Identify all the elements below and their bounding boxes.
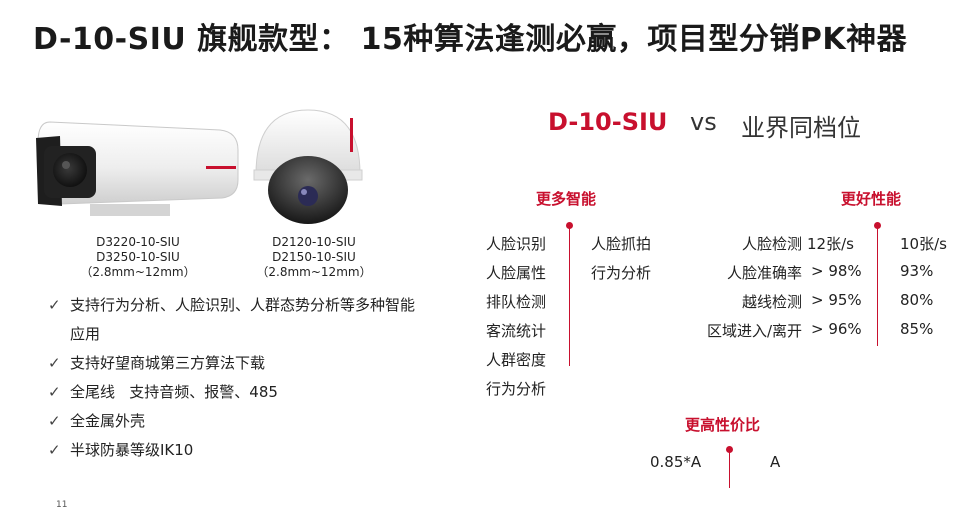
competitor-label: 业界同档位	[741, 114, 861, 142]
smart-divider-dot	[566, 222, 573, 229]
smart-left-item: 人脸属性	[486, 264, 547, 282]
price-theirs: A	[770, 453, 781, 471]
price-divider-line	[729, 450, 730, 488]
check-icon: ✓	[48, 441, 61, 459]
product-name: D-10-SIU	[548, 108, 668, 136]
page-number: 11	[56, 500, 68, 510]
feature-list: ✓支持行为分析、人脸识别、人群态势分析等多种智能应用 ✓支持好望商城第三方算法下…	[48, 291, 428, 465]
price-divider-dot	[726, 446, 733, 453]
dome-camera-image	[253, 109, 363, 224]
performance-theirs: 85%	[900, 320, 934, 338]
performance-divider-line	[877, 226, 878, 346]
model-name: D3250-10-SIU	[96, 250, 180, 264]
smart-right-item: 行为分析	[591, 264, 652, 282]
performance-theirs: 80%	[900, 291, 934, 309]
page-title: D-10-SIU 旗舰款型： 15种算法逢测必赢，项目型分销PK神器	[33, 22, 908, 57]
performance-metric: 人脸检测	[741, 235, 802, 253]
vs-label: vs	[690, 108, 717, 136]
performance-ours: > 96%	[811, 320, 862, 338]
feature-item: ✓支持好望商城第三方算法下载	[48, 349, 428, 378]
check-icon: ✓	[48, 296, 61, 314]
feature-item: ✓半球防暴等级IK10	[48, 436, 428, 465]
bullet-camera-caption: D3220-10-SIU D3250-10-SIU （2.8mm~12mm）	[78, 235, 198, 280]
smart-left-item: 行为分析	[486, 380, 547, 398]
check-icon: ✓	[48, 383, 61, 401]
performance-ours: 12张/s	[807, 235, 854, 253]
performance-theirs: 93%	[900, 262, 934, 280]
smart-left-item: 人脸识别	[486, 235, 547, 253]
performance-section-title: 更好性能	[841, 190, 902, 208]
check-icon: ✓	[48, 412, 61, 430]
lens-range: （2.8mm~12mm）	[80, 265, 196, 279]
model-name: D3220-10-SIU	[96, 235, 180, 249]
check-icon: ✓	[48, 354, 61, 372]
smart-divider-line	[569, 226, 570, 366]
feature-item: ✓支持行为分析、人脸识别、人群态势分析等多种智能应用	[48, 291, 428, 349]
performance-ours: > 95%	[811, 291, 862, 309]
performance-metric: 区域进入/离开	[706, 322, 802, 340]
performance-theirs: 10张/s	[900, 235, 947, 253]
price-ours: 0.85*A	[650, 453, 702, 471]
performance-divider-dot	[874, 222, 881, 229]
performance-metric: 人脸准确率	[726, 264, 802, 282]
smart-left-item: 人群密度	[486, 351, 547, 369]
bullet-camera-image	[36, 121, 239, 216]
smart-right-item: 人脸抓拍	[591, 235, 652, 253]
lens-range: （2.8mm~12mm）	[256, 265, 372, 279]
model-name: D2150-10-SIU	[272, 250, 356, 264]
performance-ours: > 98%	[811, 262, 862, 280]
dome-camera-caption: D2120-10-SIU D2150-10-SIU （2.8mm~12mm）	[254, 235, 374, 280]
performance-metric: 越线检测	[741, 293, 802, 311]
smart-left-item: 客流统计	[486, 322, 547, 340]
feature-item: ✓全金属外壳	[48, 407, 428, 436]
price-section-title: 更高性价比	[685, 416, 761, 434]
model-name: D2120-10-SIU	[272, 235, 356, 249]
smart-left-item: 排队检测	[486, 293, 547, 311]
feature-item: ✓全尾线 支持音频、报警、485	[48, 378, 428, 407]
smart-section-title: 更多智能	[536, 190, 597, 208]
